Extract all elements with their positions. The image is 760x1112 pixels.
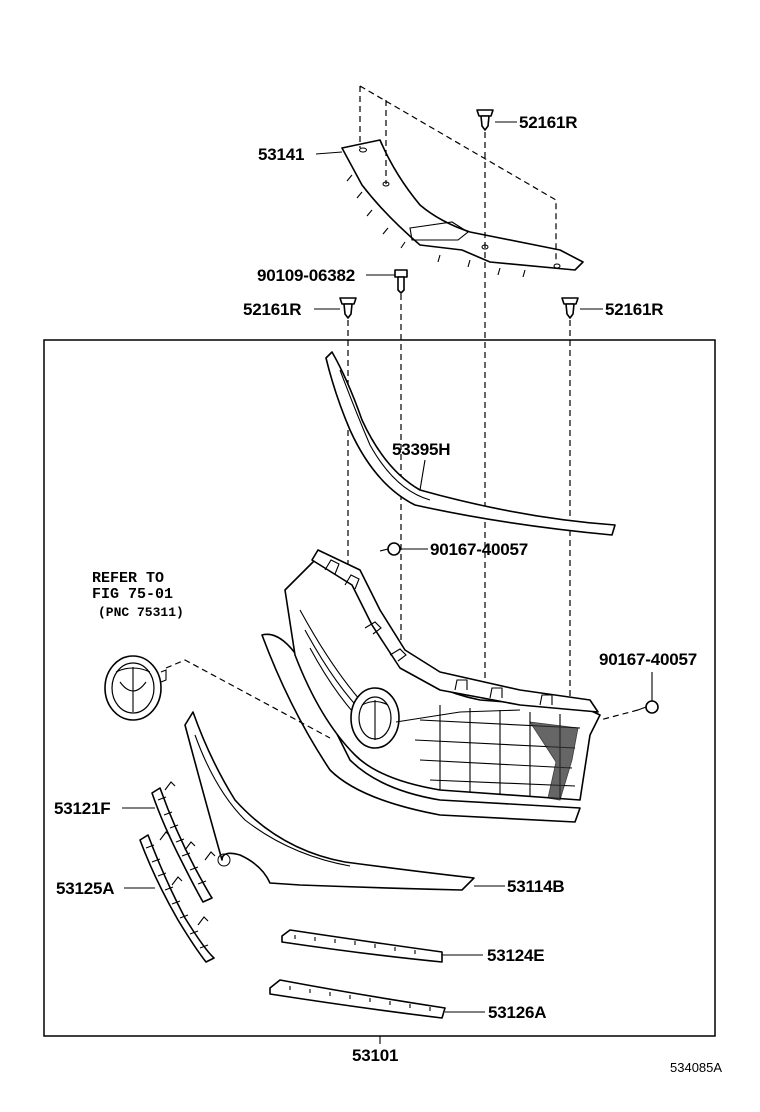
label-52161R-left: 52161R	[243, 300, 301, 319]
screw-90167-right-icon	[637, 700, 659, 714]
label-53121F: 53121F	[54, 799, 110, 818]
clip-52161R-left-icon	[339, 297, 357, 319]
screw-90167-center-icon	[379, 542, 401, 556]
part-53121F-strip	[151, 781, 216, 903]
clip-52161R-top-icon	[476, 109, 494, 131]
drawing-code: 534085A	[670, 1060, 722, 1075]
cover-alignment-dash	[359, 85, 557, 262]
part-53125A-strip	[139, 831, 215, 963]
label-53114B: 53114B	[507, 877, 564, 896]
emblem-reference-icon	[104, 655, 167, 721]
part-53101-grille-assembly	[261, 549, 601, 823]
emblem-dash-line	[165, 659, 331, 739]
part-53126A-strip	[269, 979, 446, 1019]
label-90167-40057-right: 90167-40057	[599, 650, 697, 669]
label-52161R-top: 52161R	[519, 113, 577, 132]
part-53114B-garnish	[184, 711, 475, 891]
part-53141-cover	[341, 139, 584, 278]
leader-53141	[315, 151, 343, 155]
fastener-dash-lines	[347, 132, 639, 721]
reference-note-line2: FIG 75-01	[92, 586, 173, 603]
part-53395H-molding	[325, 351, 616, 536]
leader-53395H	[419, 459, 426, 491]
label-90109-06382: 90109-06382	[257, 266, 355, 285]
label-53126A: 53126A	[488, 1003, 546, 1022]
label-52161R-right: 52161R	[605, 300, 663, 319]
part-53124E-strip	[281, 929, 443, 963]
bolt-90109-icon	[394, 269, 408, 294]
label-53124E: 53124E	[487, 946, 544, 965]
reference-note-line1: REFER TO	[92, 570, 164, 587]
clip-52161R-right-icon	[561, 297, 579, 319]
label-53141: 53141	[258, 145, 304, 164]
label-53395H: 53395H	[392, 440, 450, 459]
assembly-label: 53101	[352, 1046, 398, 1065]
reference-note-line3: (PNC 75311)	[98, 605, 184, 620]
label-53125A: 53125A	[56, 879, 114, 898]
label-90167-40057-center: 90167-40057	[430, 540, 528, 559]
